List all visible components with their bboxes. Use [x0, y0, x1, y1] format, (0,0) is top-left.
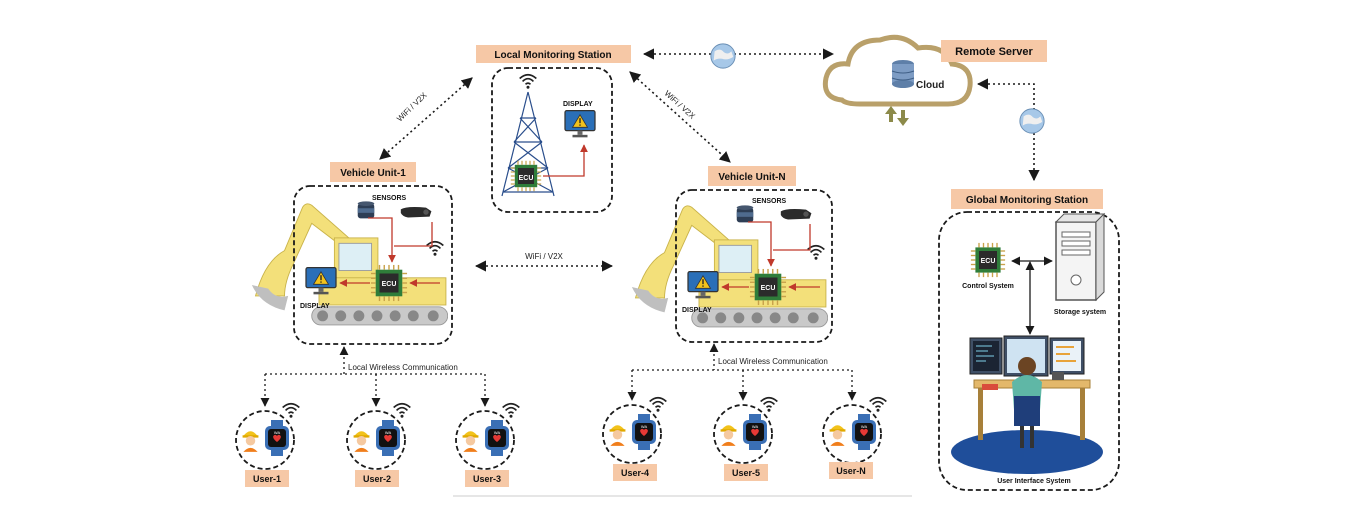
user-label: User-2 [363, 474, 391, 484]
user-label: User-N [836, 466, 866, 476]
wifi-icon [425, 240, 445, 257]
wifi-icon [281, 402, 301, 419]
globe-icon [710, 43, 736, 69]
display-label-N: DISPLAY [682, 307, 712, 314]
lidar-sensor-icon [736, 205, 754, 223]
wifi-icon [518, 73, 538, 90]
display-label-1: DISPLAY [300, 303, 330, 310]
local-wireless-label-1: Local Wireless Communication [348, 363, 458, 372]
excavator-icon [251, 203, 448, 326]
tower-icon [501, 91, 555, 197]
wifi-icon [501, 402, 521, 419]
global-monitoring-station: Global Monitoring Station ECU Control Sy… [938, 189, 1120, 491]
cloud-label: Cloud [916, 80, 944, 91]
wifi-icon [392, 402, 412, 419]
wifi-icon [868, 396, 888, 413]
user-node: User-4 [602, 396, 668, 481]
vehicle1-title: Vehicle Unit-1 [340, 168, 406, 179]
wifi-v2x-label-left: WiFi / V2X [395, 90, 429, 123]
operator-workstation-icon [951, 335, 1103, 474]
connections [260, 48, 1040, 407]
local-wireless-tree-2 [627, 343, 857, 401]
local-wireless-label-2: Local Wireless Communication [718, 357, 828, 366]
excavator-icon [631, 205, 828, 328]
user-node: User-1 [235, 402, 301, 487]
link-local-vehicle1 [379, 77, 473, 160]
server-tower-icon [1054, 212, 1106, 302]
camera-sensor-icon [400, 207, 432, 218]
user-label: User-1 [253, 474, 281, 484]
sensors-label-N: SENSORS [752, 198, 787, 205]
wifi-icon [648, 396, 668, 413]
local-wireless-tree-1 [260, 346, 490, 407]
local-station-title: Local Monitoring Station [494, 50, 611, 61]
users-group: User-1 User-2 User-3 User-4 [235, 396, 888, 487]
global-station-title: Global Monitoring Station [966, 195, 1088, 206]
user-node: User-N [822, 396, 888, 479]
user-label: User-5 [732, 468, 760, 478]
ecu-label-1: ECU [382, 281, 397, 288]
globe-icon [1019, 108, 1045, 134]
ecu-label-local: ECU [519, 175, 534, 182]
database-icon [891, 60, 915, 88]
wifi-icon [759, 396, 779, 413]
remote-server: Cloud Remote Server [822, 34, 1047, 126]
monitor-warning-icon [564, 110, 596, 138]
camera-sensor-icon [780, 209, 812, 220]
user-node: User-5 [713, 396, 779, 481]
user-label: User-4 [621, 468, 649, 478]
local-monitoring-station: Local Monitoring Station ECU DISPLAY [476, 45, 631, 213]
link-cloud-global [976, 78, 1040, 182]
user-label: User-3 [473, 474, 501, 484]
control-system-label: Control System [962, 283, 1014, 290]
ecu-label-global: ECU [981, 258, 996, 265]
ecu-label-N: ECU [761, 285, 776, 292]
vehicleN-title: Vehicle Unit-N [718, 172, 785, 183]
user-interface-label: User Interface System [997, 478, 1071, 485]
display-label-local: DISPLAY [563, 101, 593, 108]
vehicle-unit-1: Vehicle Unit-1 SENSORS ECU DISPLAY [251, 162, 453, 345]
wifi-v2x-label-mid: WiFi / V2X [525, 252, 563, 261]
user-node: User-2 [346, 402, 412, 487]
link-local-vehicleN [629, 71, 731, 163]
sensors-label-1: SENSORS [372, 195, 407, 202]
storage-system-label: Storage system [1054, 309, 1106, 316]
remote-server-title: Remote Server [955, 46, 1033, 58]
user-node: User-3 [455, 402, 521, 487]
lidar-sensor-icon [357, 201, 375, 219]
vehicle-unit-n: Vehicle Unit-N SENSORS ECU DISPLAY [631, 166, 833, 343]
